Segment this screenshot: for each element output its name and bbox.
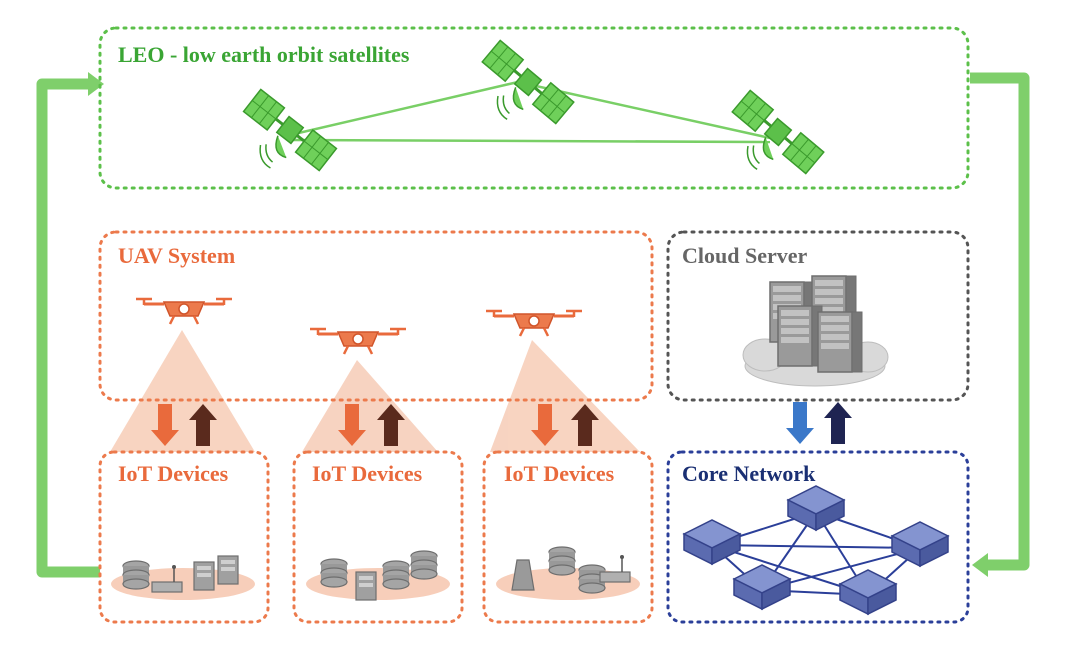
iot-label-3: IoT Devices <box>504 461 615 486</box>
network-switch-icon <box>891 521 949 567</box>
cloud-core-arrows <box>786 402 852 444</box>
uav-iot-arrows <box>151 404 599 446</box>
uav-box <box>98 230 654 402</box>
leo-box <box>98 26 970 190</box>
iot-box-3 <box>482 450 654 624</box>
satellite-icon <box>462 38 576 147</box>
network-switch-icon <box>683 519 741 565</box>
satellite-icon <box>224 87 338 195</box>
core-label: Core Network <box>682 461 816 486</box>
iot-device-icon <box>306 550 450 601</box>
iot-label-2: IoT Devices <box>312 461 423 486</box>
right-loop-arrow <box>970 72 1030 577</box>
left-loop-arrow <box>36 72 104 578</box>
drone-icon <box>308 327 408 356</box>
cloud-label: Cloud Server <box>682 243 808 268</box>
leo-label: LEO - low earth orbit satellites <box>118 42 410 67</box>
drone-icon <box>484 309 584 338</box>
core-box <box>666 450 970 624</box>
iot-box-1 <box>98 450 270 624</box>
uav-label: UAV System <box>118 243 236 268</box>
iot-device-icon <box>111 555 255 600</box>
drone-icon <box>134 297 234 326</box>
iot-label-1: IoT Devices <box>118 461 229 486</box>
iot-box-2 <box>292 450 464 624</box>
server-rack-icon <box>769 275 863 373</box>
iot-device-icon <box>496 546 640 600</box>
network-switch-icon <box>787 485 845 531</box>
cloud-box <box>666 230 970 402</box>
coverage-cones <box>110 330 640 452</box>
